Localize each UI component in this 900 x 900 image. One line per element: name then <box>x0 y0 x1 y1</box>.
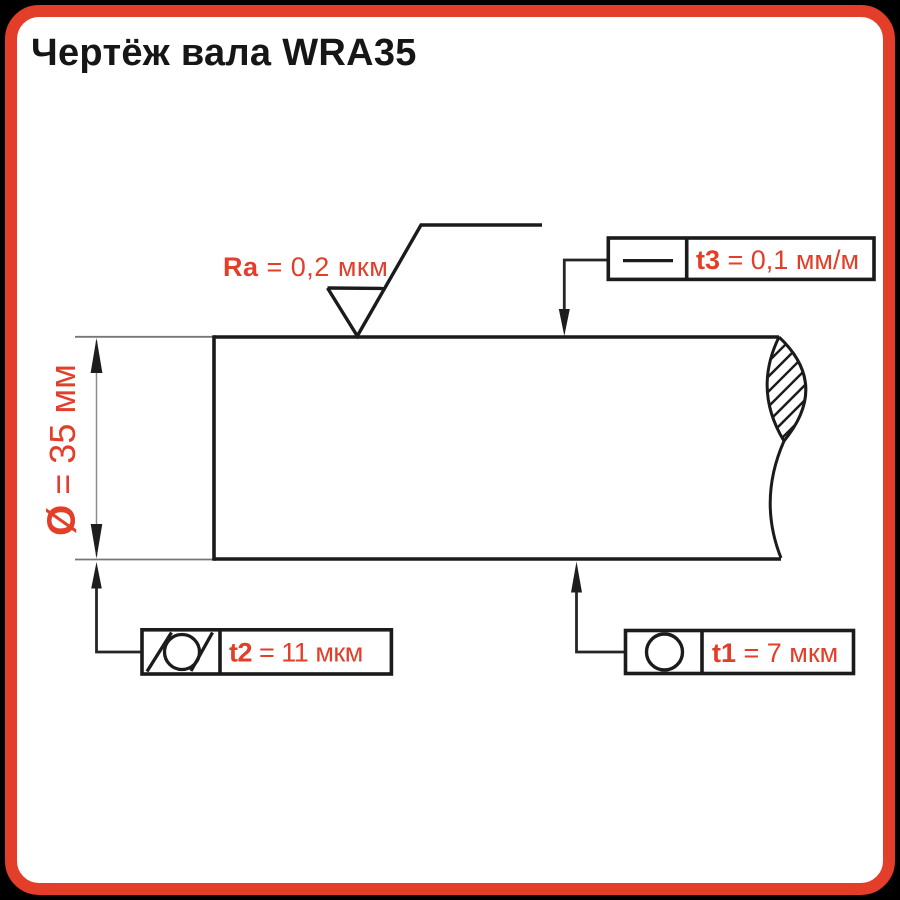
svg-text:t3 = 0,1 мм/м: t3 = 0,1 мм/м <box>696 245 859 275</box>
svg-text:t2 = 11 мкм: t2 = 11 мкм <box>229 638 363 668</box>
svg-text:Ra = 0,2 мкм: Ra = 0,2 мкм <box>223 252 388 282</box>
svg-text:t1 = 7 мкм: t1 = 7 мкм <box>712 638 838 668</box>
svg-text:Ø = 35 мм: Ø = 35 мм <box>40 364 84 536</box>
